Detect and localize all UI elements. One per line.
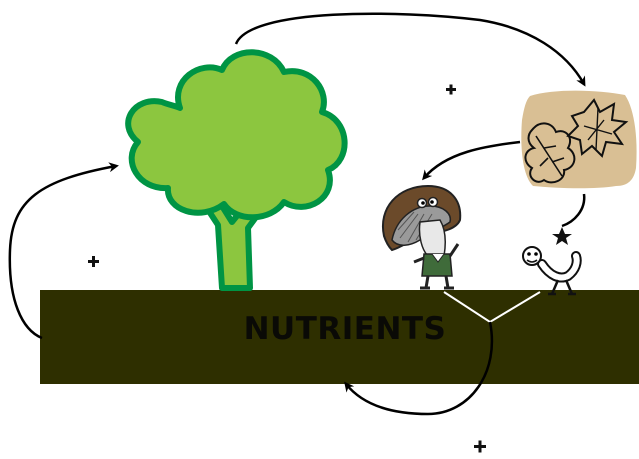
dry-leaves-icon [521, 91, 636, 189]
arrow-leaves-to-worm [562, 194, 584, 226]
worm-character-icon [523, 247, 577, 294]
sparkle-icon [552, 227, 572, 245]
plus-icon [446, 85, 456, 95]
plus-icon [88, 256, 99, 267]
plus-icon [474, 441, 486, 453]
tree-icon [128, 52, 344, 288]
soil-label: NUTRIENTS [200, 309, 490, 349]
mushroom-character-icon [383, 186, 460, 288]
arrow-leaves-to-mushroom [424, 142, 520, 178]
